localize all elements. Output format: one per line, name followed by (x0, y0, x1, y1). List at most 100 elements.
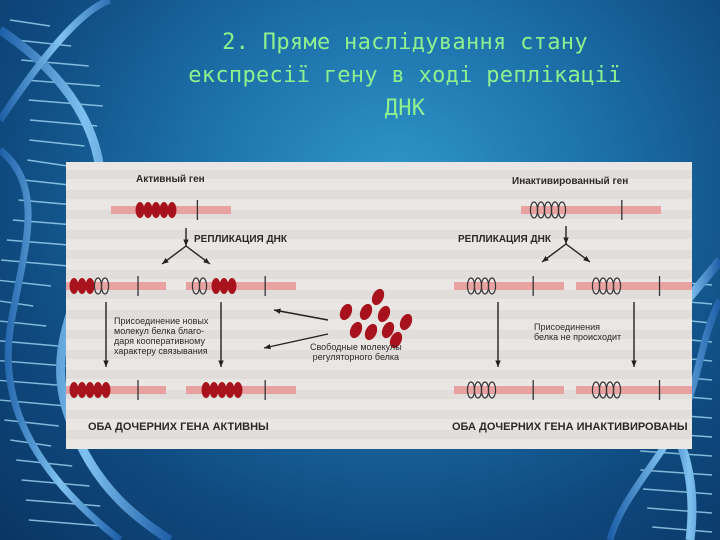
free-molecule-arrow-left-bottom (263, 333, 329, 349)
background-text-line (66, 170, 692, 179)
right-result-gene-2-dna-strand (576, 386, 692, 394)
left-parent-protein (167, 202, 177, 218)
dna-rung (9, 19, 51, 27)
free-regulatory-protein (349, 321, 363, 339)
left-parent-protein (151, 202, 161, 218)
left-parent-protein (159, 202, 169, 218)
right-replication-stem-head (563, 237, 569, 244)
dna-rung (28, 99, 103, 107)
background-text-line (66, 410, 692, 419)
free-regulatory-protein (371, 288, 385, 306)
right-gene-label: Инактивированный ген (512, 176, 629, 187)
left-result-gene-2-protein (233, 382, 243, 398)
right-binding-note-line-1: Присоединения (534, 322, 601, 332)
left-daughter-2-old-protein (227, 278, 237, 294)
background-text-line (66, 250, 692, 259)
free-regulatory-protein (381, 321, 395, 339)
left-daughter-2-old-protein (211, 278, 221, 294)
left-result-gene-2-protein (225, 382, 235, 398)
left-replication-arrow-right-head (203, 257, 210, 264)
free-molecule-arrow-left-bottom-head (264, 343, 271, 350)
free-regulatory-protein (399, 313, 413, 331)
left-result-gene-1-protein (85, 382, 95, 398)
left-daughter-1-dna-strand (66, 282, 166, 290)
right-result-gene-1-coil (487, 381, 497, 399)
dna-rung (0, 320, 47, 327)
right-binding-note-line-2: белка не происходит (534, 332, 622, 342)
left-replication-arrow-left-head (162, 257, 169, 264)
dna-rung (28, 519, 103, 527)
left-result-gene-1-protein (77, 382, 87, 398)
left-result-gene-1-protein (101, 382, 111, 398)
left-result-gene-2-protein (217, 382, 227, 398)
gene-expression-diagram: Активный ген РЕПЛИКАЦИЯ ДНК Присоединени… (66, 162, 692, 449)
dna-rung (27, 159, 68, 167)
right-daughter-1-dna-strand (454, 282, 564, 290)
free-molecules-label: Свободные молекулы регуляторного белка (310, 342, 402, 362)
dna-rung (652, 526, 713, 533)
left-replication-label: РЕПЛИКАЦИЯ ДНК (194, 234, 287, 245)
dna-rung (15, 39, 72, 47)
right-daughter-1-coil (487, 277, 497, 295)
free-regulatory-protein (364, 323, 378, 341)
background-text-line (66, 190, 692, 199)
dna-rung (0, 340, 58, 347)
dna-rung (640, 450, 713, 457)
free-regulatory-protein (339, 303, 353, 321)
slide-title-line-3: ДНК (384, 96, 426, 121)
right-replication-arrow-left-head (542, 255, 549, 262)
dna-rung (25, 499, 101, 507)
left-binding-note-line-1: Присоединение новых (114, 316, 209, 326)
background-text-line (66, 270, 692, 279)
free-molecule-arrow-left-top (273, 309, 329, 321)
dna-rung (640, 469, 713, 476)
right-result-label: ОБА ДОЧЕРНИХ ГЕНА ИНАКТИВИРОВАНЫ (452, 421, 688, 433)
left-daughter-1-old-protein (85, 278, 95, 294)
free-molecule-arrow-left-top-head (274, 308, 281, 314)
left-daughter-2-old-protein (219, 278, 229, 294)
left-binding-note-line-4: характеру связывания (114, 346, 208, 356)
right-result-gene-2-coil (612, 381, 622, 399)
free-regulatory-protein (389, 331, 403, 349)
right-parent-coil (557, 201, 567, 219)
free-molecules-label-line-1: Свободные молекулы (310, 342, 402, 352)
free-regulatory-protein (377, 305, 391, 323)
right-result-arrow-1-head (495, 360, 501, 367)
background-text-line (66, 210, 692, 219)
slide-title-line-2: експресії гену в ході реплікації (188, 63, 622, 88)
left-replication-stem-head (183, 239, 189, 246)
dna-rung (0, 399, 66, 407)
right-daughter-2-coil (612, 277, 622, 295)
free-regulatory-protein (359, 303, 373, 321)
left-binding-note-line-2: молекул белка благо- (114, 326, 205, 336)
right-parent-gene-dna-strand (521, 206, 661, 214)
left-daughter-2-coil (198, 277, 208, 295)
background-text-line (66, 230, 692, 239)
dna-rung (29, 139, 85, 147)
left-binding-note: Присоединение новых молекул белка благо-… (114, 316, 208, 356)
left-result-arrow-2-head (218, 360, 224, 367)
left-daughter-1-old-protein (77, 278, 87, 294)
left-result-gene-2-protein (209, 382, 219, 398)
dna-strand-left-b (0, 0, 123, 540)
slide-title: 2. Пряме наслідування стану експресії ге… (170, 26, 640, 125)
dna-rung (642, 488, 713, 495)
right-replication-label: РЕПЛИКАЦИЯ ДНК (458, 234, 551, 245)
left-result-gene-1-protein (93, 382, 103, 398)
left-gene-label: Активный ген (136, 174, 205, 185)
left-result-label: ОБА ДОЧЕРНИХ ГЕНА АКТИВНЫ (88, 421, 269, 433)
left-daughter-1-coil (100, 277, 110, 295)
background-text-line (66, 350, 692, 359)
dna-rung (21, 59, 89, 67)
dna-rung (647, 507, 713, 514)
dna-rung (1, 259, 69, 267)
right-result-gene-1-dna-strand (454, 386, 564, 394)
left-result-gene-1-protein (69, 382, 79, 398)
background-text-line (66, 430, 692, 439)
left-result-gene-2-protein (201, 382, 211, 398)
dna-rung (0, 279, 52, 287)
right-result-arrow-2-head (631, 360, 637, 367)
background-text-line (66, 390, 692, 399)
left-result-arrow-1-head (103, 360, 109, 367)
left-parent-protein (143, 202, 153, 218)
